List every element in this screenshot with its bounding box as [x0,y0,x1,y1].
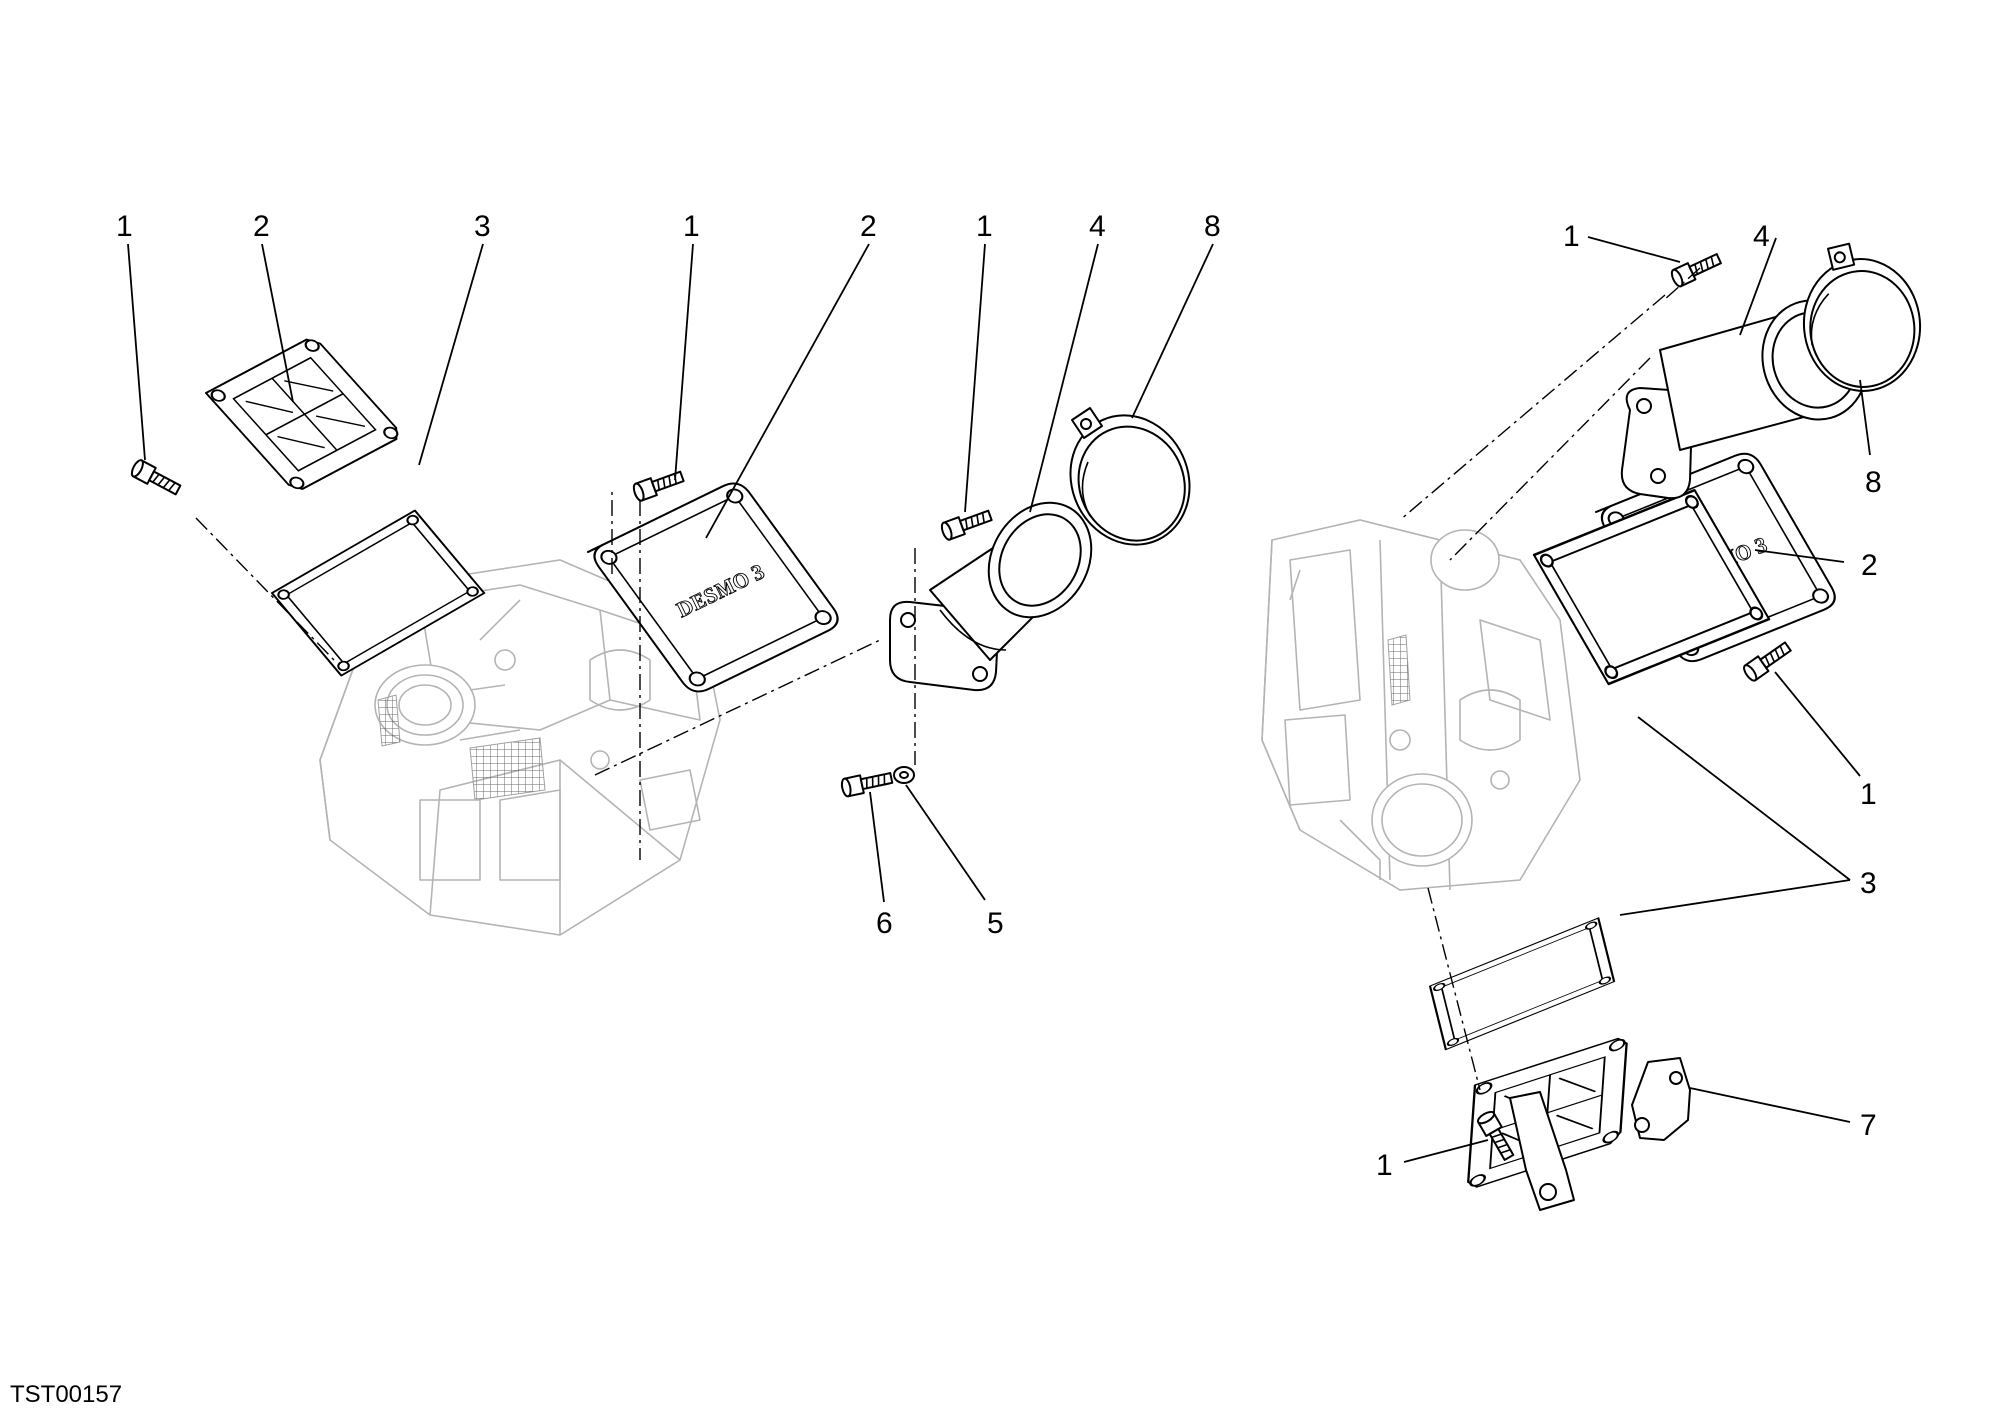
callout-1: 1 [1860,778,1877,811]
callout-4: 4 [1089,210,1106,243]
callout-5: 5 [987,907,1004,940]
right-cylinder-head [1261,519,1581,891]
left-bolt-1 [128,457,184,499]
callout-2: 2 [1861,549,1878,582]
callout-1: 1 [683,210,700,243]
callout-2: 2 [253,210,270,243]
callout-1: 1 [1563,220,1580,253]
callout-7: 7 [1860,1109,1877,1142]
right-alignment-lines [1399,267,1701,1091]
document-id: TST00157 [10,1381,122,1408]
callout-1: 1 [1376,1149,1393,1182]
left-callouts: 1 2 3 1 2 1 4 8 6 5 [116,210,1221,940]
middle-bolt-1b [938,505,995,542]
callout-8: 8 [1865,466,1882,499]
left-intake-manifold [889,483,1113,692]
right-leader-lines [1403,236,1871,1163]
right-bolt-1a [1668,249,1724,289]
left-leader-lines [127,243,1214,903]
washer-5 [893,766,915,784]
left-reed-valve-cage [204,334,405,494]
right-reed-valve-with-bracket [1466,1034,1691,1211]
callout-4: 4 [1753,220,1770,253]
right-reed-gasket [1428,916,1616,1051]
left-valve-cover: DESMO 3 [586,477,846,698]
callout-1: 1 [116,210,133,243]
callout-3: 3 [474,210,491,243]
middle-bolt-1a [630,466,687,503]
bolt-6 [839,768,895,799]
right-bolt-1b [1740,638,1795,684]
right-callouts: 1 4 8 2 1 3 7 1 [1376,220,1882,1182]
callout-1: 1 [976,210,993,243]
callout-3: 3 [1860,867,1877,900]
callout-8: 8 [1204,210,1221,243]
callout-2: 2 [860,210,877,243]
callout-6: 6 [876,907,893,940]
left-alignment-lines [195,490,916,860]
